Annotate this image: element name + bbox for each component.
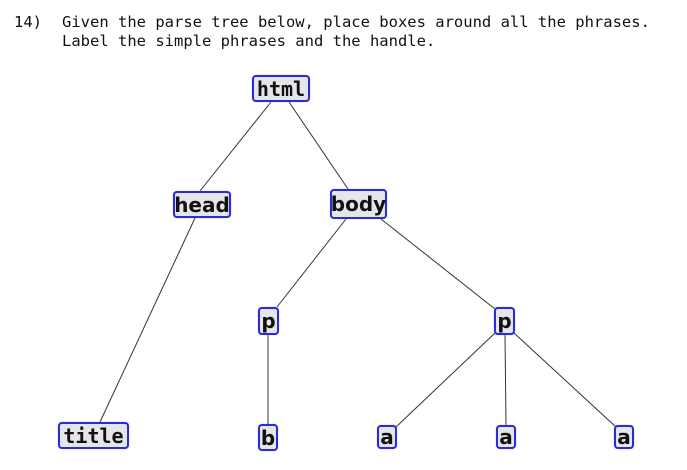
tree-node-b: b (258, 424, 278, 451)
tree-node-head: head (173, 191, 231, 218)
tree-node-p1: p (258, 307, 279, 335)
edge-p2-a2 (504, 334, 507, 426)
tree-node-a1: a (377, 425, 397, 449)
question-line-2: Label the simple phrases and the handle. (62, 32, 436, 50)
edge-p2-a3 (513, 332, 617, 428)
edge-html-body (288, 101, 349, 190)
edge-p2-a1 (395, 332, 496, 428)
tree-node-title: title (58, 422, 129, 449)
edge-head-title (99, 217, 196, 423)
edge-html-head (199, 101, 272, 192)
tree-node-html: html (252, 75, 310, 102)
question-line-1: Given the parse tree below, place boxes … (62, 13, 650, 31)
tree-node-p2: p (494, 307, 515, 335)
tree-node-a3: a (614, 425, 634, 449)
question-text: 14) Given the parse tree below, place box… (14, 13, 650, 51)
tree-node-a2: a (496, 425, 516, 449)
edge-body-p1 (276, 218, 347, 308)
edge-body-p2 (380, 218, 496, 310)
tree-node-body: body (330, 189, 387, 219)
question-number: 14) (14, 13, 42, 31)
